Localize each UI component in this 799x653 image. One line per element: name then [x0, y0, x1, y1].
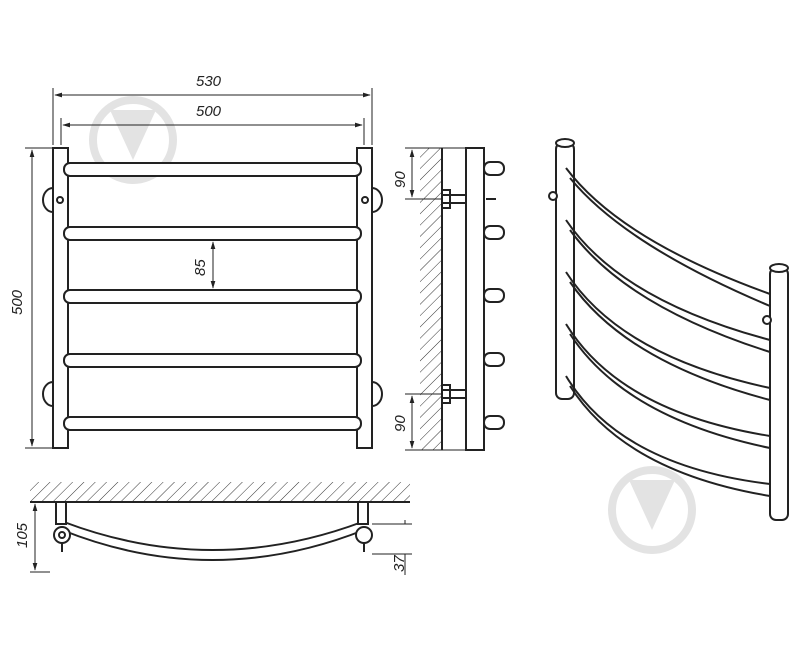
rail-2 [63, 226, 362, 241]
side-view: 90 90 [392, 147, 505, 451]
isometric-view [548, 138, 789, 521]
rail-3 [63, 289, 362, 304]
rail-5 [63, 416, 362, 431]
overall-width-label: 530 [196, 73, 222, 90]
iso-rails [565, 167, 771, 497]
top-offset-label: 90 [392, 171, 409, 188]
wall-brackets [42, 187, 383, 407]
bowed-rail-outer [61, 529, 365, 561]
height-label: 500 [9, 289, 26, 315]
bottom-offset-label: 90 [392, 415, 409, 432]
watermark-logo-top [89, 96, 177, 184]
bowed-rail-inner [63, 521, 363, 551]
iso-right-upright [769, 267, 789, 521]
wall-hatch [420, 148, 442, 450]
front-view: 530 500 500 85 [9, 73, 383, 449]
rail-1 [63, 162, 362, 177]
wall-hatch-top [30, 482, 410, 502]
bow-depth-label: 37 [391, 555, 408, 572]
rail-4 [63, 353, 362, 368]
iso-left-upright [555, 142, 575, 400]
watermark-logo-bottom [608, 466, 696, 554]
rail-spacing-label: 85 [192, 259, 209, 276]
center-width-label: 500 [196, 103, 222, 120]
side-upright [465, 147, 485, 451]
top-view: 105 37 [14, 482, 412, 575]
depth-label: 105 [14, 522, 31, 548]
